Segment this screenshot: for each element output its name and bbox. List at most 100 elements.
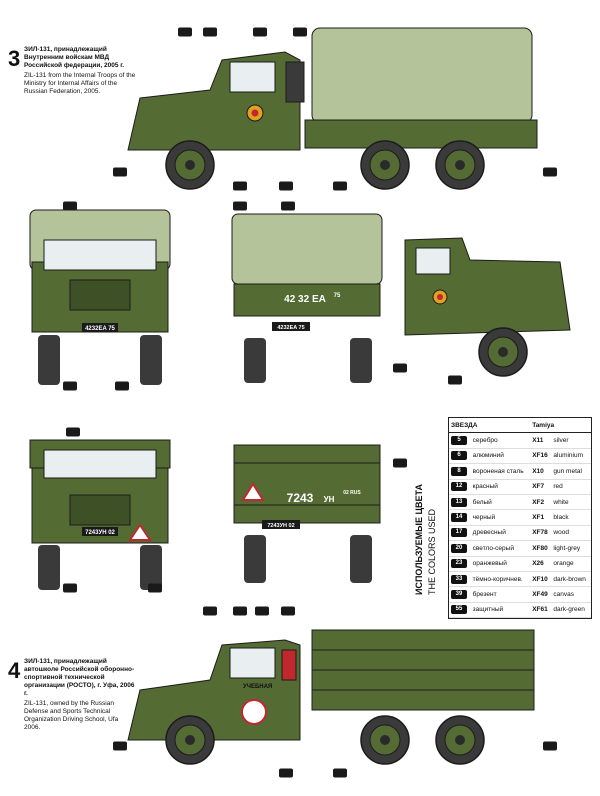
tamiya-name: white — [551, 494, 591, 511]
zvezda-swatch: 13 — [449, 494, 471, 511]
swatch-code: 14 — [451, 513, 467, 523]
tamiya-name: orange — [551, 556, 591, 572]
swatch-code: 33 — [451, 574, 467, 584]
caption-ru: ЗИЛ-131, принадлежащий Внутренним войска… — [24, 46, 125, 69]
tamiya-name: gun metal — [551, 463, 591, 480]
side-view-version-3 — [127, 27, 538, 190]
zvezda-name: красный — [470, 479, 531, 495]
zvezda-name: светло-серый — [470, 540, 531, 557]
swatch-code: 23 — [451, 559, 467, 569]
tamiya-code: XF1 — [530, 509, 552, 526]
version-number-3: 3 — [8, 46, 21, 71]
zvezda-swatch: 14 — [449, 509, 471, 526]
zvezda-swatch: 12 — [449, 479, 471, 495]
colors-title-en: THE COLORS USED — [427, 508, 437, 595]
version-4-caption: ЗИЛ-131, принадлежащий автошколе Российс… — [24, 658, 136, 732]
tamiya-code: XF7 — [530, 479, 552, 495]
header-zvezda: ЗВЕЗДА — [449, 418, 531, 434]
zvezda-swatch: 39 — [449, 586, 471, 603]
tamiya-code: XF78 — [530, 525, 552, 542]
tamiya-code: XF10 — [530, 571, 552, 588]
zvezda-name: тёмно-коричнев. — [470, 571, 531, 588]
rear-plate-region-v3: 75 — [334, 293, 341, 299]
tamiya-name: silver — [551, 432, 591, 449]
front-view-version-4 — [29, 439, 171, 590]
rear-plate-v3: 42 32 EA — [284, 294, 326, 305]
tamiya-code: XF49 — [530, 586, 552, 603]
tamiya-code: X11 — [530, 432, 552, 449]
version-number-4: 4 — [8, 658, 21, 683]
tamiya-name: dark-green — [551, 602, 591, 619]
rear-view-version-3 — [231, 213, 383, 383]
zvezda-name: брезент — [470, 586, 531, 603]
front-view-version-3 — [29, 209, 171, 385]
zvezda-name: оранжевый — [470, 556, 531, 572]
zvezda-swatch: 6 — [449, 448, 471, 465]
zvezda-swatch: 8 — [449, 463, 471, 480]
swatch-code: 55 — [451, 605, 467, 615]
rear-plate-letters-v4: УН — [324, 495, 335, 504]
swatch-code: 13 — [451, 497, 467, 507]
zvezda-swatch: 33 — [449, 571, 471, 588]
tamiya-code: XF61 — [530, 602, 552, 619]
tamiya-code: X26 — [530, 556, 552, 572]
header-tamiya: Tamiya — [530, 418, 591, 434]
front-plate-v3: 4232EA 75 — [85, 326, 115, 332]
rear-plate-region-v4: 02 RUS — [343, 490, 361, 496]
caption-en: ZIL-131 from the Internal Troops of the … — [24, 72, 136, 95]
version-3-caption: ЗИЛ-131, принадлежащий Внутренним войска… — [24, 46, 136, 96]
zvezda-swatch: 20 — [449, 540, 471, 557]
tamiya-code: X10 — [530, 463, 552, 480]
zvezda-name: защитный — [470, 602, 531, 619]
swatch-code: 20 — [451, 543, 467, 553]
colors-title-ru: ИСПОЛЬЗУЕМЫЕ ЦВЕТА — [414, 484, 424, 595]
zvezda-name: черный — [470, 509, 531, 526]
tamiya-name: red — [551, 479, 591, 495]
zvezda-name: вороненая сталь — [470, 463, 531, 480]
rear-view-version-4 — [233, 444, 381, 583]
zvezda-swatch: 55 — [449, 602, 471, 619]
school-text: УЧЕБНАЯ — [243, 684, 272, 690]
caption-ru: ЗИЛ-131, принадлежащий автошколе Российс… — [24, 658, 135, 697]
swatch-code: 8 — [451, 466, 467, 476]
zvezda-swatch: 5 — [449, 432, 471, 449]
swatch-code: 39 — [451, 589, 467, 599]
tamiya-code: XF16 — [530, 448, 552, 465]
zvezda-name: серебро — [470, 432, 531, 449]
caption-en: ZIL-131, owned by the Russian Defense an… — [24, 700, 119, 731]
rear-small-plate-v4: 7243УН 02 — [267, 523, 294, 529]
zvezda-name: белый — [470, 494, 531, 511]
colors-used-title: ИСПОЛЬЗУЕМЫЕ ЦВЕТА THE COLORS USED — [412, 417, 444, 597]
side-view-version-4 — [127, 629, 535, 765]
tamiya-code: XF80 — [530, 540, 552, 557]
tamiya-name: black — [551, 509, 591, 526]
swatch-code: 6 — [451, 451, 467, 461]
zvezda-swatch: 17 — [449, 525, 471, 542]
tamiya-name: aluminium — [551, 448, 591, 465]
zvezda-swatch: 23 — [449, 556, 471, 572]
tamiya-name: dark-brown — [551, 571, 591, 588]
rear-small-plate-v3: 4232EA 75 — [277, 325, 304, 331]
cab-side-detail — [404, 237, 571, 377]
front-plate-v4: 7243УН 02 — [85, 530, 115, 536]
zvezda-name: алюминий — [470, 448, 531, 465]
tamiya-name: light-grey — [551, 540, 591, 557]
tamiya-name: wood — [551, 525, 591, 542]
swatch-code: 17 — [451, 528, 467, 538]
swatch-code: 5 — [451, 436, 467, 446]
rear-plate-v4: 7243 — [287, 491, 314, 505]
